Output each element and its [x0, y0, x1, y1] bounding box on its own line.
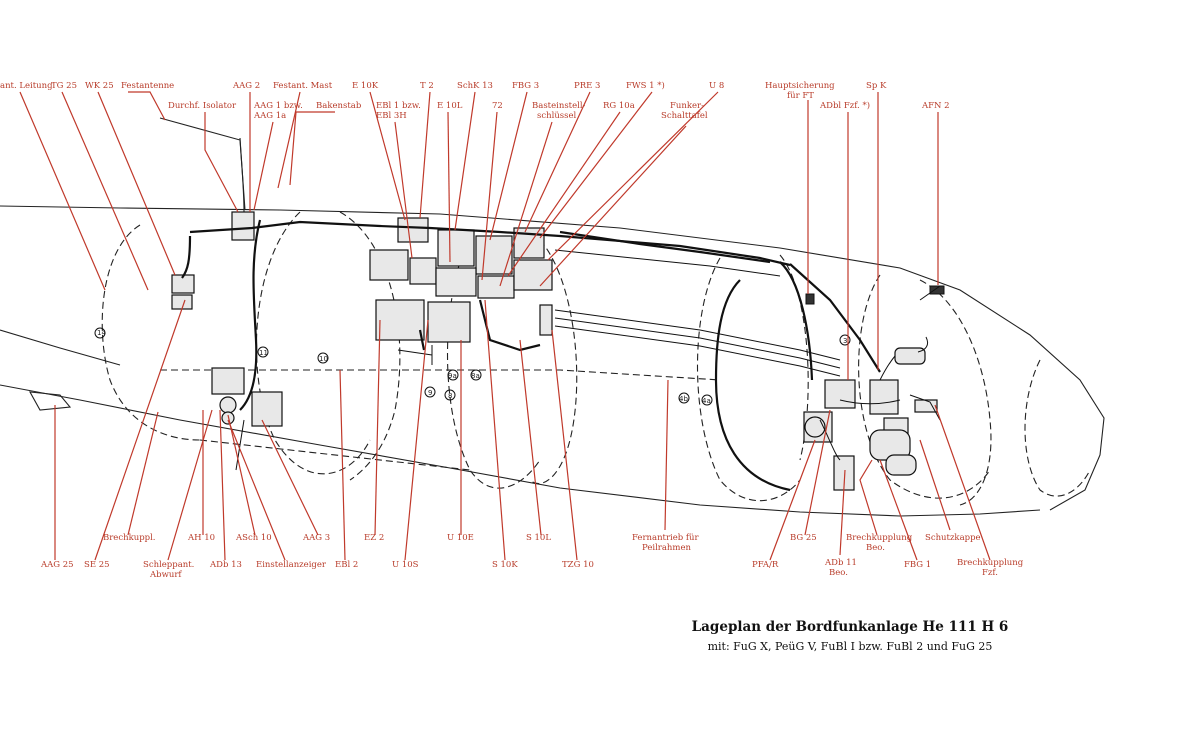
frame-number: 14 [97, 329, 106, 337]
label-aag3: AAG 3 [302, 533, 330, 543]
label-adb11-2: Beo. [829, 568, 848, 578]
frame-number: 9a [448, 372, 457, 380]
label-brechkuppl: Brechkuppl. [103, 533, 156, 543]
label-ebl1-2: EBl 3H [376, 111, 407, 121]
frame-number: 4b [679, 395, 688, 403]
label-brechkupplung-beo-1: Brechkupplung [846, 533, 913, 543]
label-basteinstell-2: schlüssel [537, 111, 577, 121]
label-schutzkappe: Schutzkappe [925, 533, 981, 543]
frame-number: 8 [448, 392, 452, 400]
label-s10k: S 10K [492, 560, 518, 570]
label-u8: U 8 [709, 81, 724, 91]
label-u10e: U 10E [447, 533, 474, 543]
label-basteinstell-1: Basteinstell- [532, 101, 586, 111]
label-brechkupplung-fzf-2: Fzf. [982, 568, 998, 578]
label-bakenstab: Bakenstab [316, 101, 362, 111]
frame-number: 3 [843, 337, 847, 345]
frame-numbers: 14 11 10 9a 9 8a 8 4b 4a 3 [94, 327, 851, 406]
label-spk: Sp K [866, 81, 887, 91]
label-aag1-1: AAG 1 bzw. [253, 101, 303, 111]
label-fws1: FWS 1 *) [626, 80, 665, 91]
bottom-labels: AAG 25 SE 25 Brechkuppl. Schleppant. Abw… [40, 533, 1024, 580]
label-afn2: AFN 2 [921, 101, 950, 111]
frame-number: 11 [259, 349, 268, 357]
leader-lines [19, 91, 991, 561]
label-einstellanzeiger: Einstellanzeiger [256, 560, 327, 570]
label-aag2: AAG 2 [232, 81, 260, 91]
label-fernantrieb-2: Peilrahmen [642, 543, 692, 553]
label-adb13: ADb 13 [209, 560, 242, 570]
label-schk13: SchK 13 [457, 81, 493, 91]
label-schleppant-2: Abwurf [149, 570, 182, 580]
label-hauptsicherung-2: für FT [787, 91, 814, 101]
caption-subtitle: mit: FuG X, PeüG V, FuBl I bzw. FuBl 2 u… [707, 640, 993, 653]
label-funker-2: Schalttafel [661, 111, 708, 121]
equipment [171, 211, 945, 491]
label-ah10: AH 10 [187, 533, 215, 543]
label-bg25: BG 25 [790, 533, 817, 543]
label-ant-leitung: ant. Leitung [0, 81, 53, 91]
label-asch10: ASch 10 [235, 533, 272, 543]
label-festantenne: Festantenne [121, 81, 174, 91]
wiring [181, 219, 941, 492]
label-tzg10: TZG 10 [562, 560, 594, 570]
label-wk25: WK 25 [85, 81, 114, 91]
label-pfa-r: PFA/R [752, 560, 779, 570]
top-labels: ant. Leitung TG 25 WK 25 Festantenne AAG… [0, 80, 950, 121]
frame-number: 4a [702, 397, 711, 405]
label-u10s: U 10S [392, 560, 419, 570]
label-adb11-1: ADb 11 [824, 558, 857, 568]
label-adbl-fzf: ADbl Fzf. *) [819, 100, 870, 111]
frame-number: 8a [471, 372, 480, 380]
label-aag25: AAG 25 [40, 560, 74, 570]
label-brechkupplung-beo-2: Beo. [866, 543, 885, 553]
label-durchf-isolator: Durchf. Isolator [168, 101, 237, 111]
label-fernantrieb-1: Fernantrieb für [632, 533, 700, 543]
label-aag1-2: AAG 1a [253, 111, 286, 121]
frame-number: 10 [319, 355, 328, 363]
label-e10l: E 10L [437, 101, 463, 111]
fuselage-frames [101, 211, 1091, 506]
label-72: 72 [492, 101, 503, 111]
caption-title: Lageplan der Bordfunkanlage He 111 H 6 [691, 619, 1009, 635]
label-se25: SE 25 [84, 560, 110, 570]
label-tg25: TG 25 [51, 81, 77, 91]
label-schleppant-1: Schleppant. [143, 560, 194, 570]
label-brechkupplung-fzf-1: Brechkupplung [957, 558, 1024, 568]
label-pre3: PRE 3 [574, 81, 600, 91]
fuselage-outline [0, 117, 1105, 517]
label-ebl2: EBl 2 [335, 560, 358, 570]
label-funker-1: Funker- [670, 101, 704, 111]
label-s10l: S 10L [526, 533, 551, 543]
label-rg10a: RG 10a [603, 101, 635, 111]
label-fbg1: FBG 1 [904, 560, 931, 570]
label-fbg3: FBG 3 [512, 81, 539, 91]
label-t2: T 2 [420, 81, 434, 91]
frame-number: 9 [428, 389, 432, 397]
label-ez2: EZ 2 [364, 533, 384, 543]
label-ebl1-1: EBl 1 bzw. [376, 101, 421, 111]
label-e10k: E 10K [352, 81, 379, 91]
label-hauptsicherung-1: Hauptsicherung [765, 81, 835, 91]
label-festant-mast: Festant. Mast [273, 81, 333, 91]
